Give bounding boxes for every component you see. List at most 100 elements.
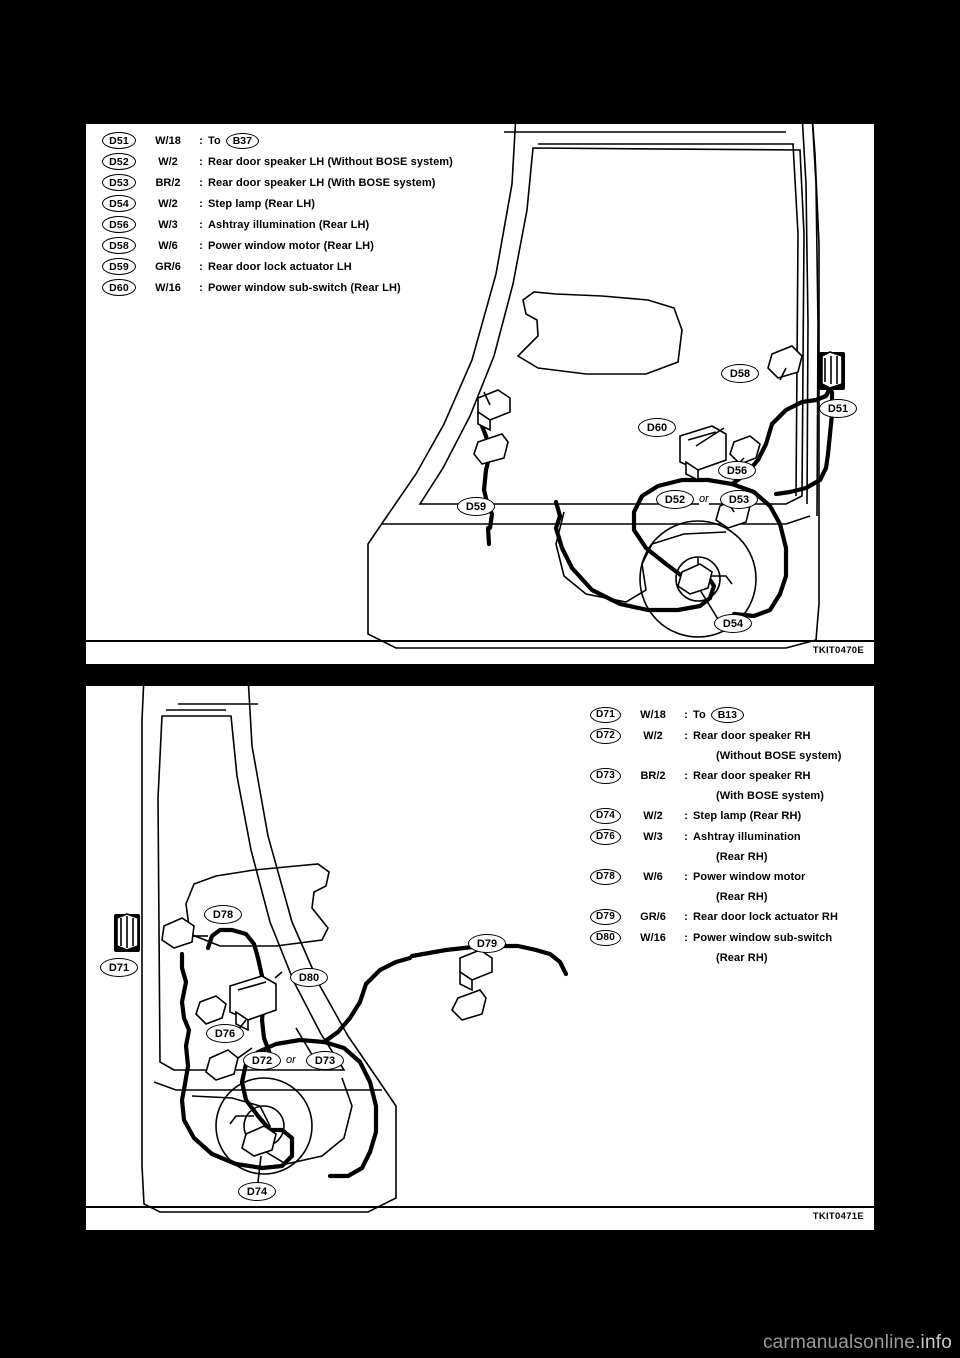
callout-d58: D58	[721, 364, 759, 383]
connector-id-badge: D56	[102, 216, 136, 233]
wire-code: BR/2	[155, 176, 181, 189]
callout-d60: D60	[638, 418, 676, 437]
connector-block-d54	[677, 563, 713, 595]
legend-description: Power window motor (Rear LH)	[208, 239, 374, 252]
connector-block-d60	[679, 425, 727, 482]
legend-description: Rear door lock actuator RH	[693, 910, 839, 923]
legend-row: D73 BR/2 : Rear door speaker RH	[590, 765, 841, 786]
legend-row: D71 W/18 : To B13	[590, 704, 841, 725]
wire-code: W/3	[158, 218, 178, 231]
figure-rear-door-rh: D71 W/18 : To B13 D72 W/2 : Rear door sp…	[86, 686, 874, 1230]
legend-description: Rear door speaker RH	[693, 769, 811, 782]
separator: :	[199, 197, 203, 210]
connector-block-d56	[729, 435, 761, 465]
connector-block-d71	[114, 913, 140, 952]
or-label: or	[286, 1054, 296, 1066]
wire-code: GR/6	[640, 910, 666, 923]
figure-footer-rule	[86, 640, 874, 642]
connector-block-d78	[161, 917, 195, 949]
wire-code: BR/2	[640, 769, 666, 782]
connector-id-badge: D76	[590, 828, 621, 845]
wire-code: W/16	[640, 931, 666, 944]
callout-d56: D56	[718, 461, 756, 480]
wire-code: GR/6	[155, 260, 181, 273]
connector-ref-badge: B37	[225, 132, 259, 149]
rear-door-rh-drawing	[114, 686, 569, 1213]
callout-d53: D53	[720, 490, 758, 509]
connector-ref-badge: B13	[710, 706, 744, 723]
callout-d52: D52	[656, 490, 694, 509]
wire-code: W/6	[158, 239, 178, 252]
legend-row-continuation: (Rear RH)	[590, 948, 841, 967]
or-label: or	[699, 493, 709, 505]
connector-id-badge: D79	[590, 908, 621, 925]
legend-row-continuation: (Rear RH)	[590, 887, 841, 906]
legend-description-cont: (Without BOSE system)	[716, 749, 842, 762]
legend-description: Rear door lock actuator LH	[208, 260, 352, 273]
figure-rear-door-lh: D51 W/18 : To B37 D52 W/2 : Rear door sp…	[86, 124, 874, 664]
legend-row: D78 W/6 : Power window motor	[590, 866, 841, 887]
connector-id-badge: D60	[102, 279, 136, 296]
connector-id-badge: D59	[102, 258, 136, 275]
separator: :	[684, 769, 688, 782]
connector-block-d79	[459, 949, 493, 992]
connector-id-badge: D71	[590, 706, 621, 723]
wire-code: W/2	[158, 197, 178, 210]
connector-id-badge: D78	[590, 868, 621, 885]
separator: :	[684, 830, 688, 843]
callout-d51: D51	[819, 399, 857, 418]
connector-block-d72-d73	[205, 1049, 239, 1081]
callout-d80: D80	[290, 968, 328, 987]
legend-lh: D51 W/18 : To B37 D52 W/2 : Rear door sp…	[102, 130, 453, 298]
separator: :	[684, 910, 688, 923]
wire-code: W/18	[155, 134, 181, 147]
legend-description-cont: (Rear RH)	[716, 890, 768, 903]
wire-code: W/2	[158, 155, 178, 168]
connector-id-badge: D74	[590, 807, 621, 824]
legend-row: D53 BR/2 : Rear door speaker LH (With BO…	[102, 172, 453, 193]
connector-id-badge: D72	[590, 727, 621, 744]
legend-row: D74 W/2 : Step lamp (Rear RH)	[590, 805, 841, 826]
callout-d74: D74	[238, 1182, 276, 1201]
separator: :	[684, 708, 688, 721]
separator: :	[684, 931, 688, 944]
legend-description: Rear door speaker LH (With BOSE system)	[208, 176, 436, 189]
callout-d72: D72	[243, 1051, 281, 1070]
legend-description: To	[693, 708, 706, 721]
legend-row-continuation: (Rear RH)	[590, 847, 841, 866]
legend-description: Rear door speaker LH (Without BOSE syste…	[208, 155, 453, 168]
separator: :	[684, 870, 688, 883]
legend-description: Step lamp (Rear RH)	[693, 809, 802, 822]
callout-d73: D73	[306, 1051, 344, 1070]
separator: :	[199, 155, 203, 168]
connector-id-badge: D53	[102, 174, 136, 191]
callout-d54: D54	[714, 614, 752, 633]
connector-id-badge: D80	[590, 929, 621, 946]
legend-row: D59 GR/6 : Rear door lock actuator LH	[102, 256, 453, 277]
legend-description-cont: (With BOSE system)	[716, 789, 825, 802]
legend-row: D58 W/6 : Power window motor (Rear LH)	[102, 235, 453, 256]
legend-row: D72 W/2 : Rear door speaker RH	[590, 725, 841, 746]
legend-row-continuation: (With BOSE system)	[590, 786, 841, 805]
legend-row: D60 W/16 : Power window sub-switch (Rear…	[102, 277, 453, 298]
wire-code: W/3	[643, 830, 663, 843]
connector-block-d80	[229, 975, 277, 1032]
connector-block-d59	[477, 389, 511, 432]
legend-row: D52 W/2 : Rear door speaker LH (Without …	[102, 151, 453, 172]
legend-row: D56 W/3 : Ashtray illumination (Rear LH)	[102, 214, 453, 235]
legend-row: D51 W/18 : To B37	[102, 130, 453, 151]
separator: :	[199, 260, 203, 273]
figure-code: TKIT0470E	[812, 645, 864, 656]
connector-id-badge: D51	[102, 132, 136, 149]
legend-description: Power window sub-switch	[693, 931, 833, 944]
legend-row: D76 W/3 : Ashtray illumination	[590, 826, 841, 847]
legend-description: Power window motor	[693, 870, 806, 883]
legend-row-continuation: (Without BOSE system)	[590, 746, 841, 765]
legend-description: Ashtray illumination	[693, 830, 801, 843]
separator: :	[684, 809, 688, 822]
legend-description: Rear door speaker RH	[693, 729, 811, 742]
separator: :	[199, 134, 203, 147]
wire-code: W/16	[155, 281, 181, 294]
callout-d78: D78	[204, 905, 242, 924]
